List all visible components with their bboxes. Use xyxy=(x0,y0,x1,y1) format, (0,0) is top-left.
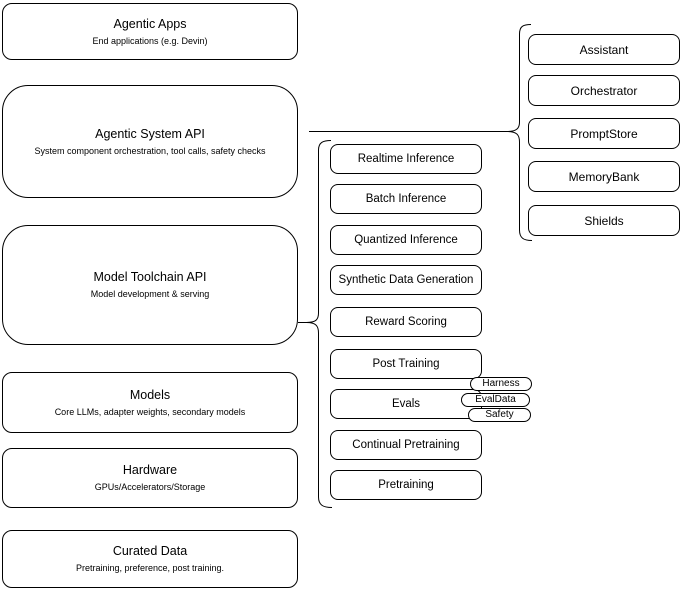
node-curated-data: Curated Data Pretraining, preference, po… xyxy=(2,530,298,588)
node-promptstore: PromptStore xyxy=(528,118,680,149)
node-quantized-inference: Quantized Inference xyxy=(330,225,482,255)
node-subtitle: Model development & serving xyxy=(90,289,210,299)
node-synthetic-data-generation: Synthetic Data Generation xyxy=(330,265,482,295)
node-label: Post Training xyxy=(372,358,440,370)
node-model-toolchain-api: Model Toolchain API Model development & … xyxy=(2,225,298,345)
node-memorybank: MemoryBank xyxy=(528,161,680,192)
node-models: Models Core LLMs, adapter weights, secon… xyxy=(2,372,298,433)
node-continual-pretraining: Continual Pretraining xyxy=(330,430,482,460)
node-orchestrator: Orchestrator xyxy=(528,75,680,106)
node-reward-scoring: Reward Scoring xyxy=(330,307,482,337)
toolchain-group-brace xyxy=(306,140,333,508)
node-assistant: Assistant xyxy=(528,34,680,65)
node-label: Batch Inference xyxy=(365,193,447,205)
node-shields: Shields xyxy=(528,205,680,236)
node-label: Shields xyxy=(584,213,624,228)
node-title: Model Toolchain API xyxy=(93,270,207,284)
node-label: PromptStore xyxy=(570,126,638,141)
node-label: Pretraining xyxy=(378,479,434,491)
tag-label: Safety xyxy=(485,409,514,420)
node-label: Synthetic Data Generation xyxy=(338,274,474,286)
tag-safety: Safety xyxy=(468,408,531,422)
node-title: Models xyxy=(129,387,171,402)
node-label: Quantized Inference xyxy=(354,234,458,246)
node-agentic-apps: Agentic Apps End applications (e.g. Devi… xyxy=(2,3,298,60)
node-label: Evals xyxy=(391,398,421,410)
node-agentic-system-api: Agentic System API System component orch… xyxy=(2,85,298,198)
node-label: Orchestrator xyxy=(570,83,638,98)
tag-label: EvalData xyxy=(475,394,516,405)
node-subtitle: GPUs/Accelerators/Storage xyxy=(94,482,206,492)
node-title: Curated Data xyxy=(112,544,188,558)
tag-label: Harness xyxy=(482,378,520,389)
node-subtitle: Pretraining, preference, post training. xyxy=(75,563,225,573)
node-title: Agentic System API xyxy=(95,126,205,141)
node-hardware: Hardware GPUs/Accelerators/Storage xyxy=(2,448,298,508)
node-realtime-inference: Realtime Inference xyxy=(330,144,482,174)
node-subtitle: End applications (e.g. Devin) xyxy=(92,35,208,46)
node-subtitle: Core LLMs, adapter weights, secondary mo… xyxy=(54,406,246,417)
node-title: Agentic Apps xyxy=(113,16,187,31)
tag-evaldata: EvalData xyxy=(461,393,530,407)
node-label: Reward Scoring xyxy=(365,316,447,328)
node-batch-inference: Batch Inference xyxy=(330,184,482,214)
node-label: Continual Pretraining xyxy=(352,439,460,451)
node-label: Assistant xyxy=(579,42,629,57)
node-subtitle: System component orchestration, tool cal… xyxy=(34,145,266,156)
node-label: MemoryBank xyxy=(568,169,640,184)
node-title: Hardware xyxy=(122,463,178,477)
tag-harness: Harness xyxy=(470,377,532,391)
node-evals: Evals xyxy=(330,389,482,419)
node-label: Realtime Inference xyxy=(357,153,455,165)
node-post-training: Post Training xyxy=(330,349,482,379)
node-pretraining: Pretraining xyxy=(330,470,482,500)
